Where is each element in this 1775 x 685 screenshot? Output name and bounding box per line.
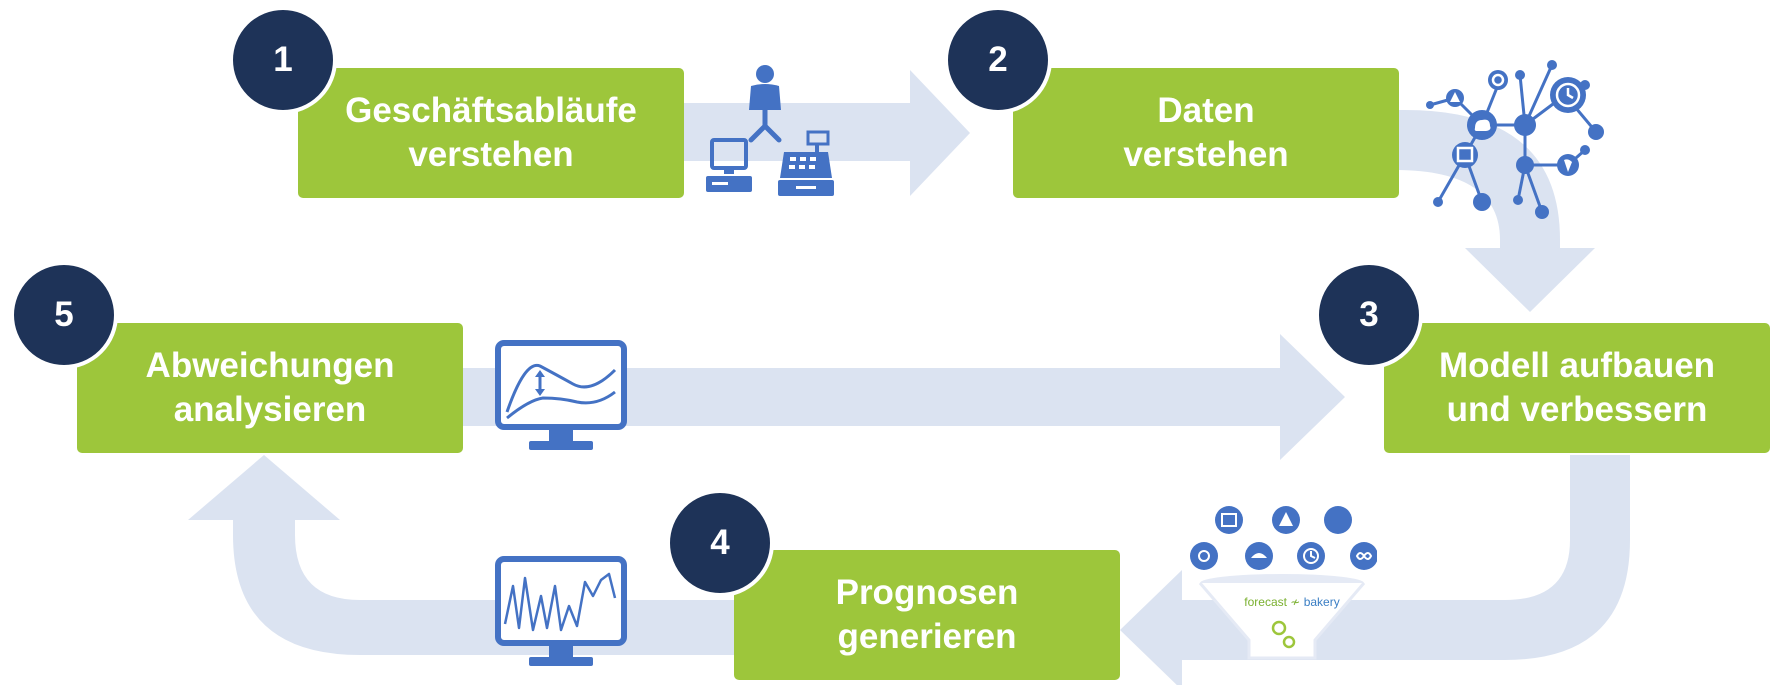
computer-terminal-icon (706, 138, 752, 192)
step-box-1: Geschäftsabläufe verstehen (298, 68, 684, 198)
step-2-title-line2: verstehen (1123, 135, 1289, 174)
data-funnel-icon (1190, 506, 1377, 660)
logo-part-bakery: bakery (1303, 595, 1340, 609)
monitor-forecast-chart-icon (495, 556, 627, 666)
step-box-5: Abweichungen analysieren (77, 323, 463, 453)
monitor-deviation-chart-icon (495, 340, 627, 450)
data-network-icon (1426, 60, 1604, 219)
step-5-number-badge: 5 (10, 261, 118, 369)
step-1-number-badge: 1 (229, 6, 337, 114)
step-5-title-line2: analysieren (173, 390, 367, 429)
cashier-person-icon (748, 65, 782, 143)
step-1-title-line1: Geschäftsabläufe (345, 91, 637, 130)
step-3-title-line1: Modell aufbauen (1438, 346, 1716, 385)
step-4-number-badge: 4 (666, 489, 774, 597)
step-5-title-line1: Abweichungen (145, 346, 395, 385)
logo-part-forecast: forecast (1244, 595, 1287, 609)
step-1-title-line2: verstehen (408, 135, 574, 174)
step-3-title-line2: und verbessern (1446, 390, 1708, 429)
step-box-4: Prognosen generieren (734, 550, 1120, 680)
step-3-number-badge: 3 (1315, 261, 1423, 369)
forecast-bakery-logo: forecast ≁ bakery (1244, 595, 1340, 609)
step-2-number-badge: 2 (944, 6, 1052, 114)
step-box-3: Modell aufbauen und verbessern (1384, 323, 1770, 453)
step-2-title-line1: Daten (1157, 91, 1255, 130)
cash-register-icon (778, 130, 834, 196)
step-4-title-line1: Prognosen (835, 573, 1019, 612)
step-box-2: Daten verstehen (1013, 68, 1399, 198)
step-4-title-line2: generieren (837, 617, 1017, 656)
